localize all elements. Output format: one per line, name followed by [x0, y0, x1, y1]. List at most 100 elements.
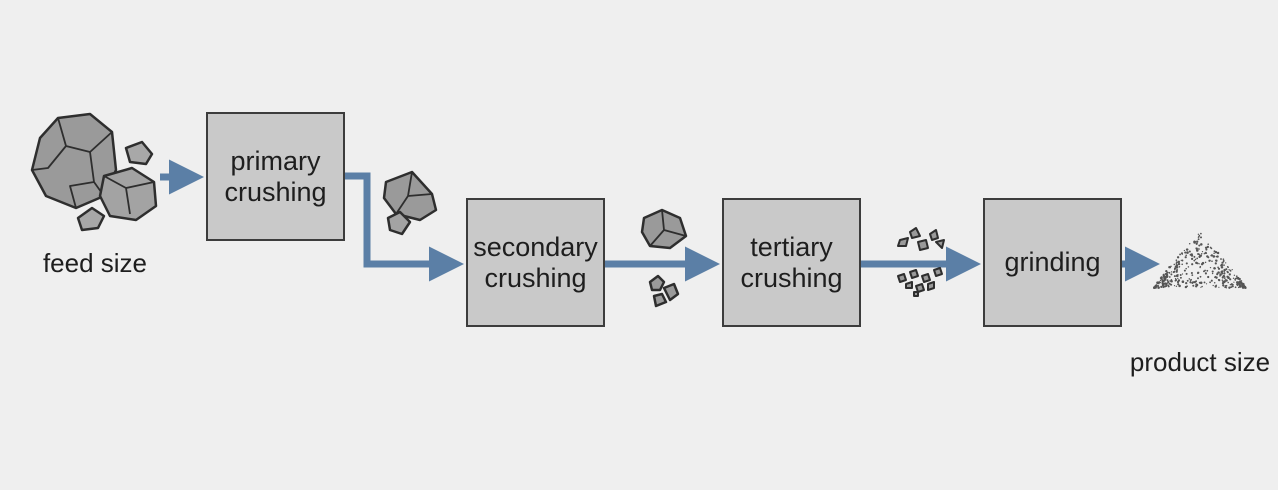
powder-dot	[1166, 271, 1169, 274]
powder-dot	[1162, 285, 1165, 289]
powder-dot	[1200, 243, 1203, 246]
powder-dot	[1165, 285, 1168, 287]
powder-dot	[1191, 263, 1194, 266]
powder-dot	[1170, 283, 1173, 286]
powder-dot	[1204, 272, 1207, 275]
powder-dot	[1190, 278, 1192, 281]
powder-dot	[1231, 285, 1234, 288]
powder-dot	[1185, 262, 1188, 265]
powder-dot	[1236, 282, 1239, 286]
powder-dot	[1179, 276, 1182, 279]
powder-dot	[1206, 269, 1209, 272]
powder-dot	[1209, 281, 1211, 284]
powder-dot	[1177, 283, 1180, 286]
powder-dot	[1181, 263, 1184, 266]
powder-dot	[1224, 286, 1227, 289]
powder-dot	[1222, 284, 1225, 287]
powder-dot	[1220, 265, 1222, 267]
powder-dot	[1230, 283, 1233, 286]
powder-dot	[1188, 250, 1191, 253]
powder-dot	[1232, 283, 1234, 286]
powder-dot	[1197, 238, 1200, 241]
powder-dot	[1193, 240, 1196, 244]
powder-dot	[1234, 286, 1237, 289]
powder-dot	[1186, 279, 1189, 282]
powder-dot	[1232, 277, 1235, 279]
powder-dot	[1223, 268, 1226, 271]
powder-dot	[1225, 268, 1228, 271]
powder-dot	[1222, 258, 1225, 261]
powder-dot	[1207, 275, 1210, 279]
powder-dot	[1186, 285, 1188, 288]
powder-dot	[1224, 281, 1226, 283]
powder-dot	[1174, 267, 1176, 270]
powder-dot	[1188, 242, 1191, 245]
powder-dot	[1156, 281, 1159, 284]
powder-dot	[1179, 274, 1182, 276]
powder-dot	[1229, 270, 1232, 272]
powder-dot	[1225, 279, 1228, 282]
flow-arrows	[160, 159, 1160, 282]
powder-dot	[1185, 272, 1188, 275]
powder-dot	[1216, 273, 1219, 276]
powder-dot	[1167, 284, 1169, 287]
powder-dot	[1159, 281, 1161, 284]
powder-dot	[1177, 273, 1179, 276]
powder-dot	[1227, 266, 1229, 269]
powder-dot	[1204, 261, 1207, 264]
powder-dot	[1194, 258, 1197, 261]
powder-dot	[1173, 270, 1176, 273]
powder-dot	[1198, 263, 1200, 265]
powder-dot	[1195, 280, 1198, 282]
powder-dot	[1166, 282, 1168, 285]
large-rocks-icon	[30, 112, 158, 232]
powder-dot	[1176, 261, 1178, 264]
powder-dot	[1211, 260, 1213, 263]
powder-dot	[1231, 268, 1233, 271]
powder-dot	[1207, 243, 1209, 245]
powder-dot	[1221, 261, 1224, 264]
powder-dot	[1197, 277, 1199, 280]
powder-dot	[1221, 279, 1224, 281]
powder-dot	[1179, 253, 1182, 256]
powder-dot	[1217, 267, 1221, 270]
powder-dot	[1177, 262, 1181, 266]
powder-dot	[1223, 272, 1226, 275]
powder-dot	[1228, 273, 1231, 276]
powder-dot	[1224, 285, 1227, 287]
powder-dot	[1192, 284, 1195, 287]
powder-dot	[1191, 274, 1194, 276]
powder-dot	[1205, 252, 1208, 255]
powder-dot	[1165, 273, 1168, 276]
powder-dot	[1210, 279, 1213, 282]
powder-dot	[1215, 259, 1218, 262]
powder-dot	[1223, 275, 1226, 278]
powder-dot	[1173, 269, 1176, 271]
powder-dot	[1199, 281, 1203, 285]
powder-dot	[1170, 279, 1173, 281]
powder-dot	[1242, 286, 1244, 288]
stage-label: tertiary crushing	[740, 231, 843, 293]
powder-dot	[1158, 286, 1160, 288]
powder-dot	[1174, 265, 1177, 268]
powder-dot	[1220, 266, 1224, 269]
powder-dot	[1213, 252, 1215, 254]
powder-dot	[1166, 279, 1169, 282]
powder-dot	[1185, 281, 1188, 285]
powder-dot	[1199, 236, 1203, 239]
powder-dot	[1216, 255, 1219, 258]
powder-dot	[1192, 281, 1195, 284]
powder-dot	[1175, 259, 1178, 262]
powder-dot	[1170, 279, 1173, 283]
powder-dot	[1214, 275, 1217, 278]
powder-dot	[1238, 284, 1242, 287]
powder-dot	[1223, 264, 1225, 266]
powder-dot	[1170, 273, 1173, 276]
powder-dot	[1243, 286, 1247, 289]
powder-dot	[1178, 265, 1181, 268]
powder-dot	[1199, 254, 1203, 257]
powder-dot	[1160, 286, 1163, 288]
powder-dot	[1193, 280, 1196, 284]
powder-dot	[1196, 249, 1199, 252]
